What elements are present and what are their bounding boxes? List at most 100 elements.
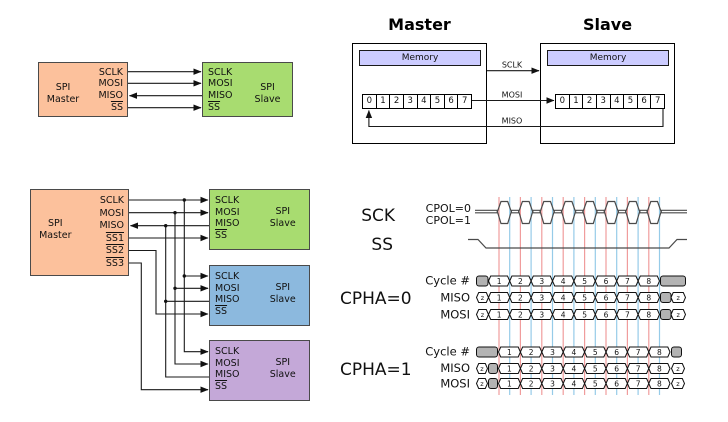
svg-text:8: 8 (646, 277, 651, 286)
cycle-row-label: Cycle # (425, 345, 470, 359)
svg-text:z: z (481, 294, 485, 302)
svg-text:1: 1 (507, 379, 512, 388)
pin-miso: MISO (215, 218, 240, 230)
svg-text:1: 1 (497, 310, 502, 319)
pin-mosi: MOSI (215, 357, 240, 369)
pin-mosi: MOSI (99, 207, 124, 219)
single-pair-wires (128, 68, 202, 111)
svg-text:3: 3 (539, 277, 544, 286)
pin-miso: MISO (215, 294, 240, 306)
pin-ss: SS (215, 381, 228, 393)
cpol1-label: CPOL=1 (426, 214, 471, 227)
svg-text:7: 7 (636, 364, 641, 373)
sck-label: SCK (361, 206, 396, 226)
register-bit: 0 (366, 96, 373, 106)
spi-master-title: SPI Master (41, 82, 85, 105)
cpha1-label: CPHA=1 (340, 360, 412, 380)
svg-text:z: z (676, 365, 680, 373)
pin-ss2: SS2 (105, 245, 124, 256)
svg-text:3: 3 (539, 293, 544, 302)
pin-miso: MISO (215, 369, 240, 381)
pin-sclk: SCLK (215, 271, 240, 282)
svg-text:4: 4 (561, 310, 566, 319)
svg-text:3: 3 (550, 348, 555, 357)
svg-text:6: 6 (604, 293, 609, 302)
spi-slave-title: SPI Slave (260, 206, 305, 229)
register-bit: 6 (636, 94, 651, 108)
svg-text:8: 8 (657, 379, 662, 388)
register-bit: 2 (582, 94, 596, 108)
pin-ss: SS (208, 101, 221, 113)
master-heading: Master (388, 15, 451, 34)
pin-mosi: MOSI (208, 78, 233, 90)
svg-text:5: 5 (582, 310, 587, 319)
svg-text:8: 8 (646, 310, 651, 319)
pin-mosi: MOSI (215, 206, 240, 218)
svg-text:7: 7 (625, 310, 630, 319)
spi-slave-title: SPI Slave (247, 82, 288, 105)
svg-text:2: 2 (529, 348, 534, 357)
title-line: Master (46, 93, 80, 105)
svg-text:6: 6 (614, 364, 619, 373)
spi-slave-title: SPI Slave (260, 357, 305, 380)
svg-text:2: 2 (518, 293, 523, 302)
pin-miso: MISO (208, 89, 233, 101)
mosi-row-label: MOSI (440, 377, 470, 391)
svg-text:2: 2 (529, 379, 534, 388)
register-bit: 1 (375, 94, 390, 108)
spi-slave-title: SPI Slave (260, 282, 305, 305)
multi-slave-wires (129, 196, 209, 393)
title-line: SPI (55, 82, 71, 93)
title-line: SPI (275, 357, 290, 368)
title-line: SPI (275, 206, 290, 217)
register-bit: 5 (430, 94, 444, 108)
svg-text:8: 8 (646, 293, 651, 302)
svg-text:z: z (677, 294, 681, 302)
register-bit: 4 (416, 94, 431, 108)
svg-text:1: 1 (497, 277, 502, 286)
svg-text:3: 3 (550, 379, 555, 388)
title-line: SPI (275, 282, 290, 293)
register-bit: 7 (650, 94, 664, 108)
svg-text:5: 5 (582, 293, 587, 302)
pin-sclk: SCLK (215, 346, 240, 357)
pin-sclk: SCLK (99, 195, 124, 206)
svg-text:6: 6 (614, 348, 619, 357)
register-bit: 3 (595, 94, 610, 108)
title-line: SPI (48, 218, 63, 229)
pin-sclk: SCLK (215, 195, 240, 206)
svg-text:3: 3 (550, 364, 555, 373)
pin-miso: MISO (99, 220, 124, 231)
pin-ss: SS (110, 101, 123, 113)
title-line: Master (39, 229, 72, 241)
pin-sclk: SCLK (98, 66, 123, 78)
pin-ss3: SS3 (105, 257, 124, 269)
svg-text:4: 4 (561, 293, 566, 302)
svg-text:1: 1 (497, 293, 502, 302)
svg-text:6: 6 (604, 277, 609, 286)
cycle-row-label: Cycle # (425, 274, 470, 288)
register-bit: 3 (402, 94, 417, 108)
svg-text:z: z (480, 380, 484, 388)
svg-text:3: 3 (539, 310, 544, 319)
svg-text:z: z (676, 380, 680, 388)
title-line: Slave (269, 368, 296, 380)
miso-row-label: MISO (440, 291, 470, 305)
svg-text:4: 4 (572, 379, 577, 388)
title-line: Slave (269, 293, 296, 305)
svg-text:z: z (481, 311, 485, 319)
svg-text:4: 4 (561, 277, 566, 286)
mosi-wire-label: MOSI (502, 91, 523, 100)
sclk-wire-label: SCLK (502, 61, 523, 70)
register-bit: 4 (609, 94, 624, 108)
